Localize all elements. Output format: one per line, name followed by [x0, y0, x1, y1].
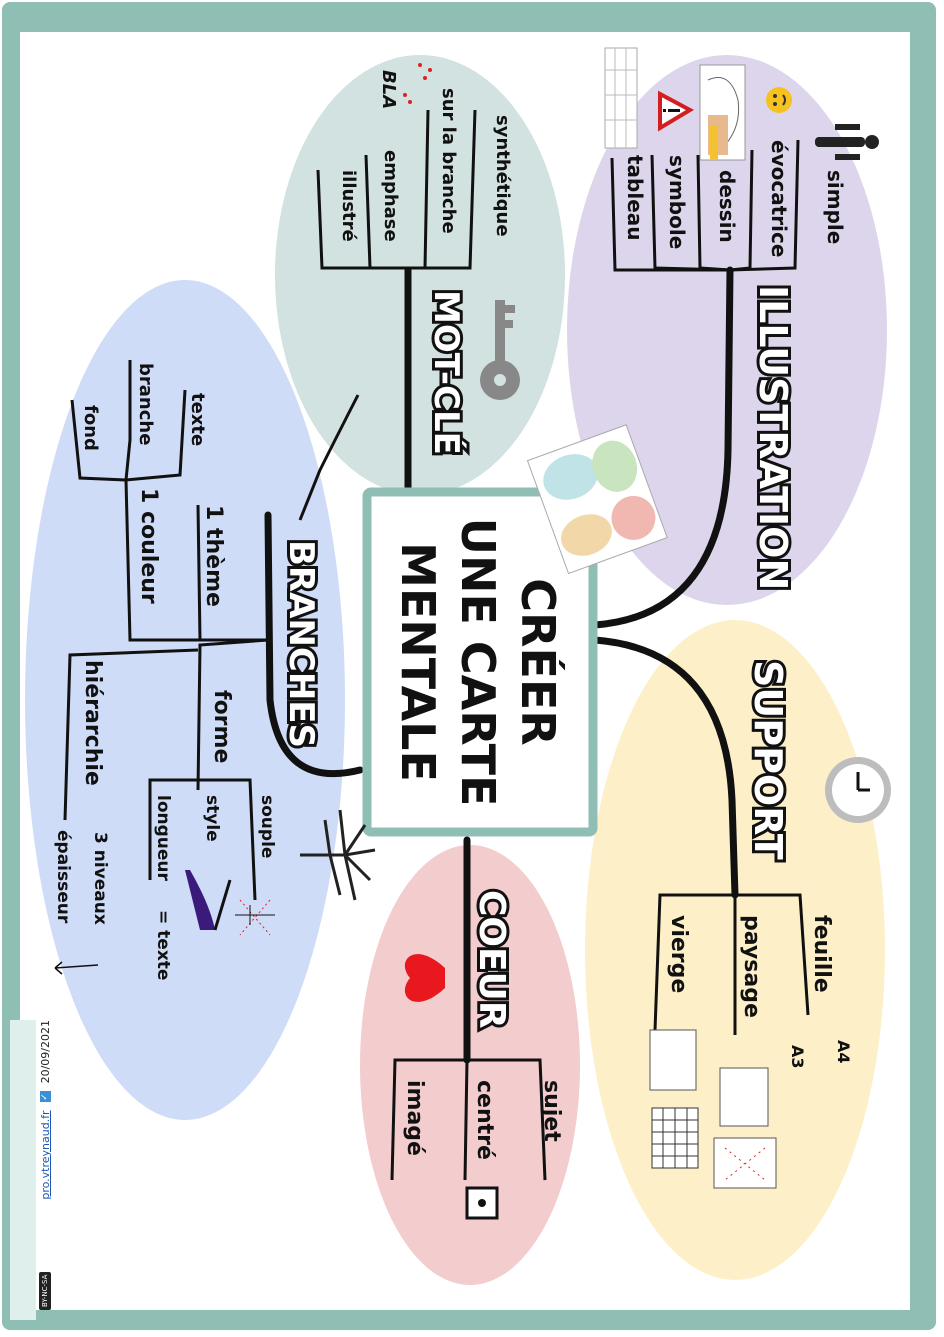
branches-item-branche: branche	[135, 363, 156, 445]
center-title-line1: CRÉER	[511, 578, 565, 745]
center-title-line2: UNE CARTE	[451, 518, 505, 807]
paper-a3-icon	[719, 1067, 769, 1127]
motcle-title: MOT-CLÉ	[426, 290, 467, 455]
motcle-item-illustre: illustré	[338, 170, 359, 242]
motcle-item-emphase: emphase	[380, 150, 401, 242]
branches-item-epaisseur: épaisseur	[53, 830, 73, 924]
style-icon	[185, 870, 232, 931]
footer: BY-NC-SA pro.vtreynaud.fr ✓ 20/09/2021	[34, 1020, 56, 1310]
clock-icon	[825, 757, 891, 823]
center-title-line3: MENTALE	[391, 542, 445, 782]
motcle-item-sur-la-branche: sur la branche	[438, 88, 459, 234]
support-item-paysage: paysage	[739, 915, 764, 1018]
coeur-item-sujet: sujet	[539, 1080, 564, 1142]
branches-item-souple: souple	[257, 795, 277, 858]
branches-item-forme: forme	[209, 690, 234, 763]
footer-date: 20/09/2021	[38, 1020, 52, 1084]
support-item-feuille: feuille	[809, 915, 834, 993]
centered-square-icon	[465, 1186, 499, 1220]
sparkle-icon	[403, 63, 432, 104]
person-icon	[815, 124, 879, 160]
coeur-item-image: imagé	[402, 1080, 427, 1156]
mindmap-thumbnail-icon	[526, 424, 668, 575]
support-item-a3: A3	[788, 1045, 807, 1069]
illustration-item-evocatrice: évocatrice	[767, 140, 791, 257]
check-icon: ✓	[39, 1091, 51, 1103]
motcle-item-synthetique: synthétique	[492, 115, 513, 237]
branches-bubble	[25, 280, 345, 1120]
warning-icon	[658, 90, 695, 132]
coeur-item-centre: centré	[472, 1080, 497, 1160]
footer-bar	[10, 1020, 36, 1320]
grid-paper-icon	[651, 1107, 699, 1169]
cross-dots-icon	[235, 899, 275, 936]
branches-item-egal-texte: = texte	[153, 910, 173, 980]
branches-item-hierarchie: hiérarchie	[80, 660, 105, 786]
illustration-item-symbole: symbole	[665, 155, 689, 249]
illustration-item-simple: simple	[823, 170, 847, 244]
branches-title: BRANCHES	[281, 540, 321, 748]
motcle-bubble	[275, 55, 565, 495]
heart-icon	[404, 954, 445, 1002]
branches-item-1-couleur: 1 couleur	[136, 488, 161, 604]
illustration-item-dessin: dessin	[715, 170, 739, 243]
dotted-paper-icon	[713, 1137, 777, 1189]
branches-item-longueur: longueur	[153, 795, 173, 882]
site-link[interactable]: pro.vtreynaud.fr	[38, 1110, 52, 1200]
coeur-title: COEUR	[471, 890, 512, 1029]
smiley-icon	[766, 87, 792, 113]
table-icon	[604, 47, 638, 149]
key-icon	[480, 300, 520, 400]
main-branches	[264, 266, 739, 1064]
illustration-title: ILLUSTRATION	[751, 285, 795, 590]
illustration-item-tableau: tableau	[623, 155, 647, 241]
support-item-vierge: vierge	[666, 915, 691, 993]
tree-icon	[300, 809, 376, 901]
license-badge: BY-NC-SA	[39, 1271, 51, 1310]
branches-item-texte: texte	[187, 393, 208, 446]
motcle-emphase-icon-text: BLA	[378, 70, 399, 109]
arrow-icon	[54, 961, 99, 975]
support-title: SUPPORT	[746, 660, 790, 860]
paper-a4-icon	[649, 1029, 697, 1091]
support-item-a4: A4	[834, 1040, 853, 1064]
central-box	[362, 487, 598, 837]
branches-item-1-theme: 1 thème	[201, 505, 226, 607]
branches-item-3-niveaux: 3 niveaux	[90, 832, 110, 925]
branches-item-style: style	[202, 795, 222, 842]
branches-item-fond: fond	[80, 405, 101, 451]
sub-branches	[63, 109, 810, 1181]
drawing-icon	[699, 64, 746, 161]
